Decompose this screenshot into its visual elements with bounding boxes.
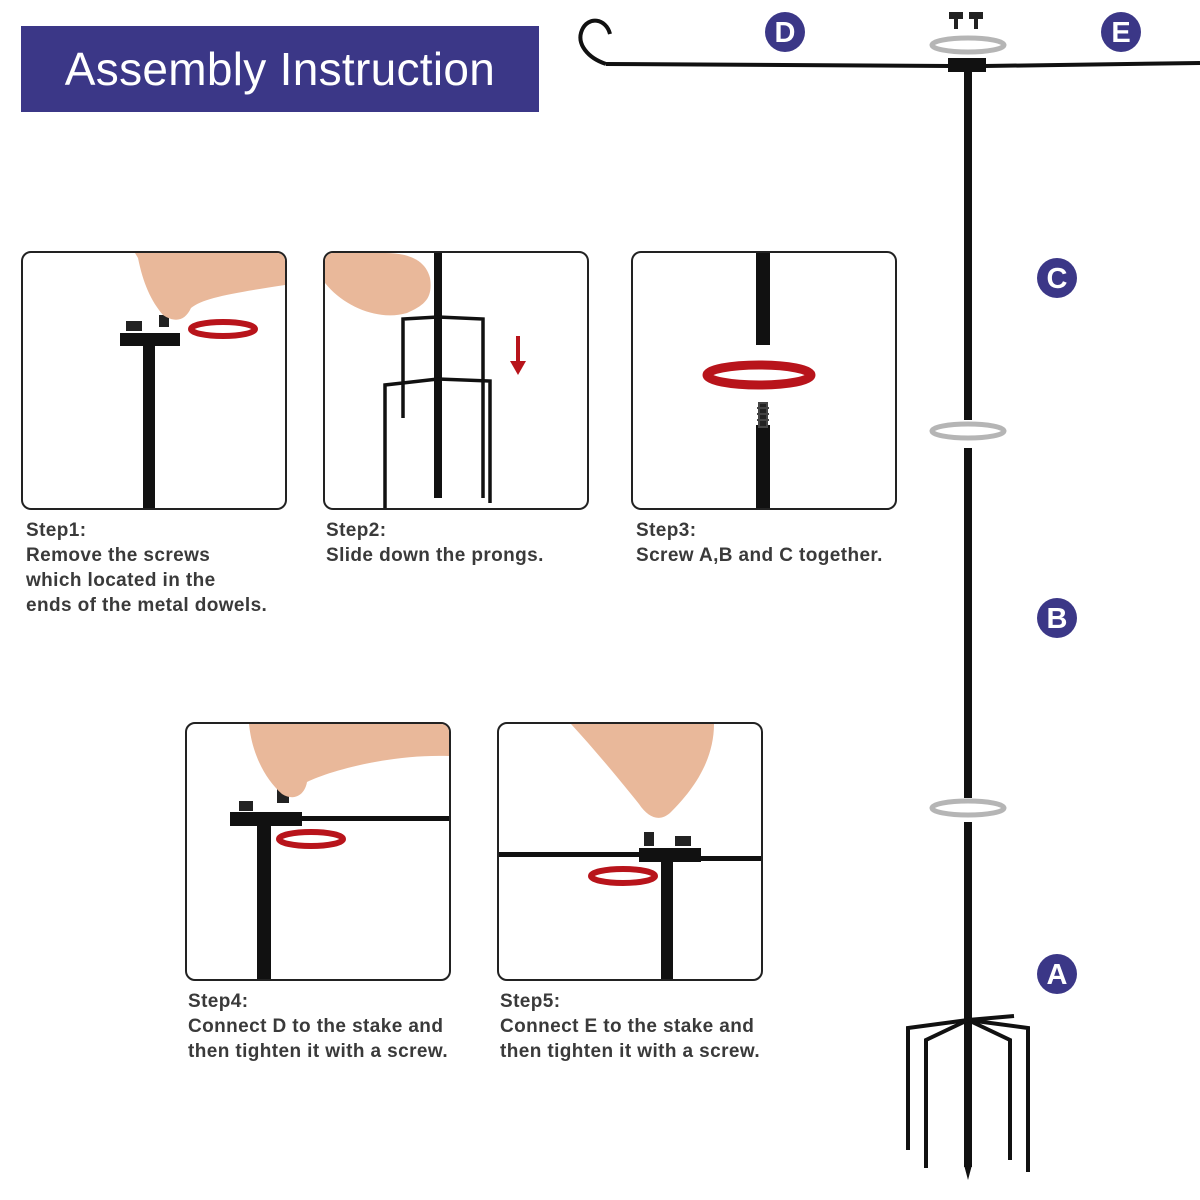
stake-rod [661, 862, 673, 979]
part-marker-d: D [765, 12, 805, 52]
step5-description: Connect E to the stake and then tighten … [500, 1014, 760, 1064]
screw-head [239, 801, 253, 811]
step3-caption: Step3: Screw A,B and C together. [636, 518, 883, 568]
step4-caption: Step4: Connect D to the stake and then t… [188, 989, 448, 1064]
step2-caption: Step2: Slide down the prongs. [326, 518, 544, 568]
step4-title: Step4: [188, 989, 448, 1014]
step3-description: Screw A,B and C together. [636, 543, 883, 568]
dowel-connector [120, 333, 180, 346]
pole-section-b [964, 448, 972, 798]
step2-description: Slide down the prongs. [326, 543, 544, 568]
rotation-indicator-top [932, 38, 1004, 52]
thread-stud [757, 403, 769, 427]
top-connector [948, 58, 986, 72]
rotation-indicator-bc [932, 424, 1004, 438]
part-letter-e: E [1111, 17, 1130, 49]
connector-block [230, 812, 302, 826]
rotate-arrow-icon [279, 832, 343, 846]
hand [249, 724, 449, 797]
hand [325, 253, 431, 315]
pole-section-a [964, 822, 972, 1167]
part-marker-c: C [1037, 258, 1077, 298]
part-marker-b: B [1037, 598, 1077, 638]
step5-title: Step5: [500, 989, 760, 1014]
step2-illustration [323, 251, 589, 510]
down-arrow-icon [510, 336, 526, 375]
dowel-vertical [143, 343, 155, 508]
step1-title: Step1: [26, 518, 267, 543]
step1-caption: Step1: Remove the screws which located i… [26, 518, 267, 618]
part-letter-c: C [1047, 263, 1068, 295]
step3-illustration [631, 251, 897, 510]
step5-illustration [497, 722, 763, 981]
part-marker-a: A [1037, 954, 1077, 994]
stake-rod [257, 814, 271, 979]
screw-head [675, 836, 691, 846]
pole-section-c [964, 72, 972, 420]
rotate-arrow-icon [191, 322, 255, 336]
rotate-arrow-icon [591, 869, 655, 883]
part-letter-b: B [1047, 603, 1068, 635]
top-screws [949, 12, 983, 29]
pole-tip [964, 1165, 972, 1180]
screw-being-tightened [644, 832, 654, 846]
step3-title: Step3: [636, 518, 883, 543]
crossbar-e [985, 63, 1200, 66]
part-marker-e: E [1101, 12, 1141, 52]
part-letter-d: D [775, 17, 796, 49]
step4-description: Connect D to the stake and then tighten … [188, 1014, 448, 1064]
crossbar-e [499, 852, 649, 857]
connector-block [639, 848, 701, 862]
step2-title: Step2: [326, 518, 544, 543]
part-letter-a: A [1047, 959, 1068, 991]
lower-pole-section [756, 425, 770, 508]
screw-head [126, 321, 142, 331]
upper-pole-section [756, 253, 770, 345]
top-hook [580, 21, 610, 64]
step1-description: Remove the screws which located in the e… [26, 543, 267, 618]
crossbar-d [297, 816, 449, 821]
crossbar-d [606, 64, 950, 66]
hand [135, 253, 285, 320]
rotate-arrow-icon [707, 365, 811, 385]
step1-illustration [21, 251, 287, 510]
rotation-indicator-ab [932, 801, 1004, 815]
step4-illustration [185, 722, 451, 981]
step5-caption: Step5: Connect E to the stake and then t… [500, 989, 760, 1064]
stake-rod [434, 253, 442, 498]
hand [571, 724, 714, 818]
